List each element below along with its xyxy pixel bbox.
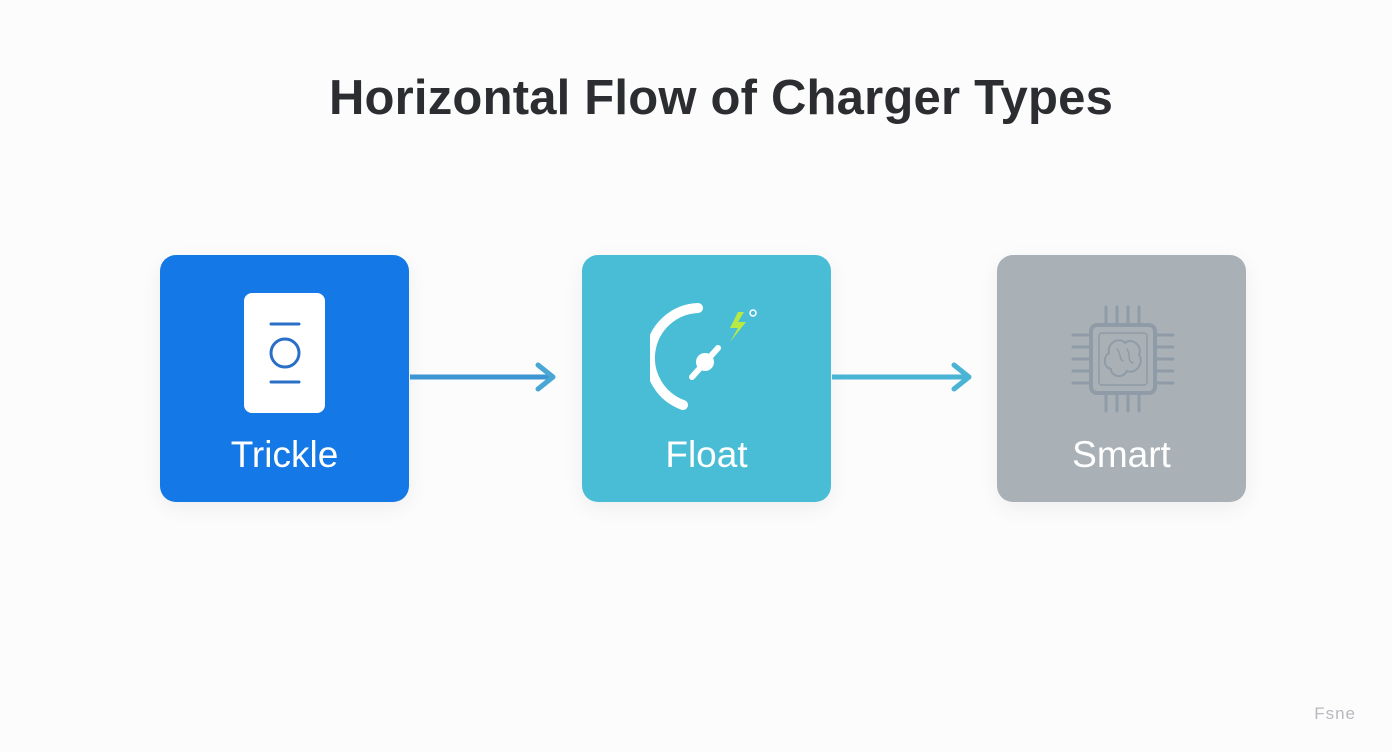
arrow-right-icon xyxy=(410,362,556,392)
node-smart: Smart xyxy=(997,255,1246,502)
diagram-title: Horizontal Flow of Charger Types xyxy=(328,71,1114,125)
battery-icon xyxy=(244,293,325,413)
node-label: Float xyxy=(665,434,748,475)
watermark: Fsne xyxy=(1314,704,1356,723)
chip-brain-icon xyxy=(1071,305,1175,413)
node-trickle: Trickle xyxy=(160,255,409,502)
node-label: Smart xyxy=(1072,434,1171,475)
node-float: Float xyxy=(582,255,831,502)
arrow-right-icon xyxy=(832,362,972,392)
node-label: Trickle xyxy=(230,434,339,475)
gauge-bolt-icon xyxy=(650,303,757,410)
